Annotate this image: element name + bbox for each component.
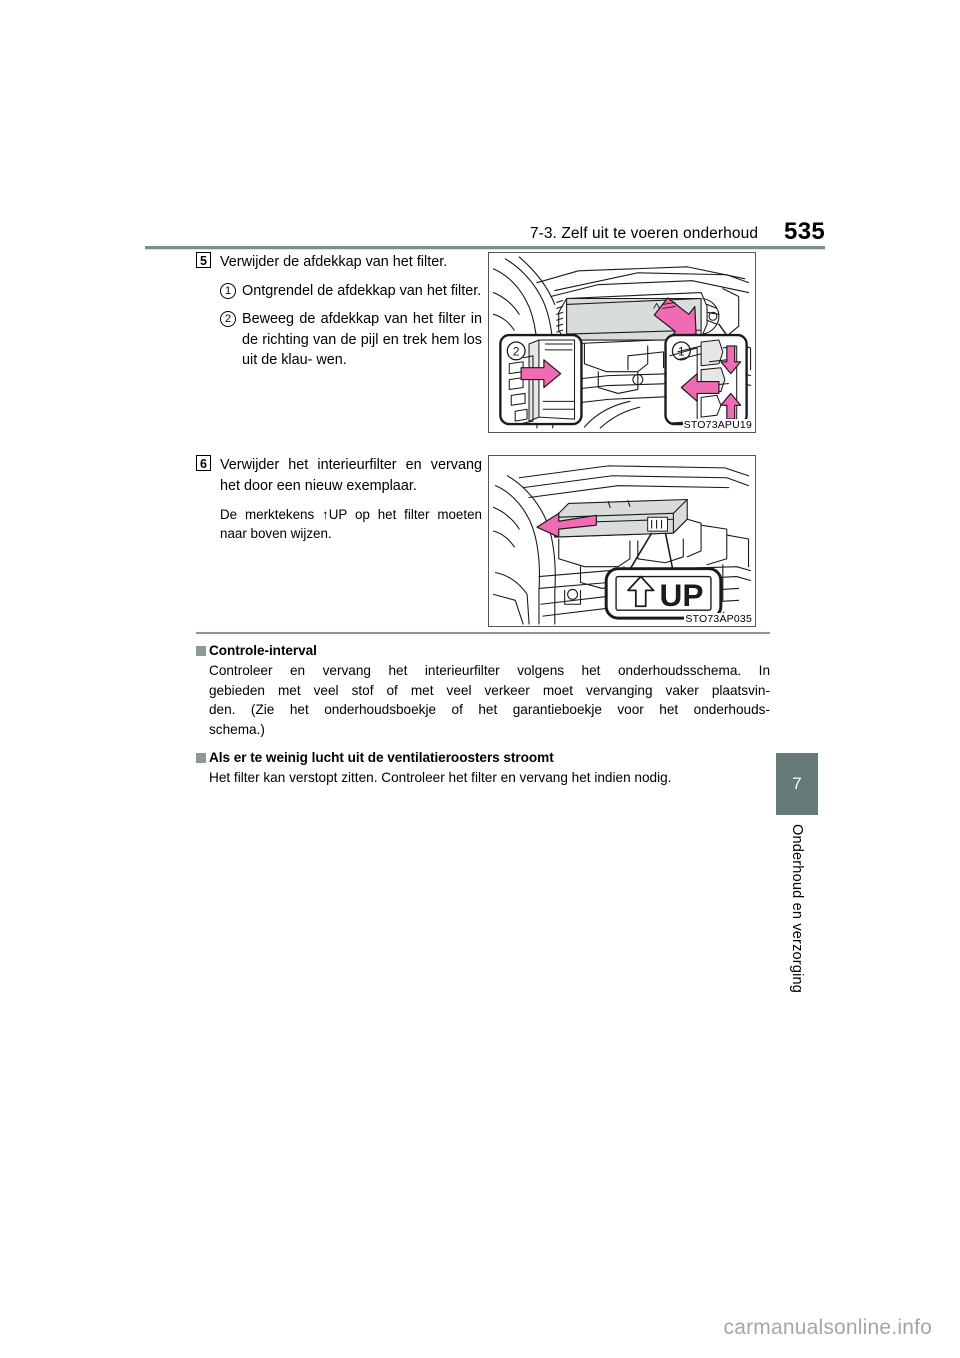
- figure-2-illustration: UP: [492, 465, 752, 625]
- step-6-figure-column: UP STO73AP035: [488, 455, 770, 627]
- note-heading-1-label: Controle-interval: [209, 643, 317, 658]
- step-6-line-3: exemplaar.: [346, 477, 417, 494]
- substep-2-number: 2: [220, 311, 236, 327]
- note-heading-2-label: Als er te weinig lucht uit de ventilatie…: [209, 750, 554, 765]
- step-6-note-line-2: moeten naar boven wijzen.: [220, 507, 482, 541]
- note-body-1: Controleer en vervang het interieurfilte…: [209, 661, 770, 739]
- figure-1-code: STO73APU19: [682, 419, 753, 431]
- substep-1-line-2: het filter.: [426, 282, 482, 299]
- figure-1-illustration: 2: [492, 256, 752, 429]
- step-number-badge: 6: [196, 455, 211, 471]
- step-5-line-2: filter.: [416, 254, 448, 270]
- step-6-line-2: vervang het door een nieuw: [220, 457, 482, 494]
- note-1-line-4: schema.): [209, 721, 265, 737]
- step-5-figure-column: 2: [488, 252, 770, 433]
- figure-filter-orientation: UP STO73AP035: [488, 455, 756, 627]
- substep-2-line-1: Beweeg de afdekkap van het: [242, 311, 433, 327]
- substep-2-line-2: filter in de richting van de pijl: [242, 311, 483, 348]
- up-callout: UP: [604, 567, 723, 620]
- substep-1-line-1: Ontgrendel de afdekkap van: [242, 282, 423, 299]
- chapter-label: Onderhoud en verzorging: [776, 824, 818, 1044]
- footer-watermark: carmanualsonline.info: [723, 1316, 932, 1339]
- chapter-label-text: Onderhoud en verzorging: [789, 824, 805, 994]
- notes-divider: [196, 632, 770, 634]
- step-6-line-1: Verwijder het interieurfilter en: [220, 457, 422, 473]
- up-arrow-icon: [627, 575, 655, 608]
- figure-filter-cover-removal: 2: [488, 252, 756, 433]
- square-bullet-icon: [196, 645, 206, 656]
- callout-panel-2: 2: [499, 333, 583, 426]
- note-2-line-1: Het filter kan verstopt zitten. Controle…: [209, 770, 672, 785]
- notes-section: Controle-interval Controleer en vervang …: [196, 632, 770, 788]
- callout-panel-1: 1: [664, 333, 748, 426]
- section-title: 7-3. Zelf uit te voeren onderhoud: [529, 225, 759, 242]
- substep-1-number: 1: [220, 282, 236, 299]
- up-callout-text: UP: [660, 577, 704, 613]
- step-block-5: 5 Verwijder de afdekkap van het filter. …: [196, 252, 770, 433]
- step-5-text-column: 5 Verwijder de afdekkap van het filter. …: [196, 252, 488, 371]
- substep-2-line-3: en trek hem los uit de klau-: [242, 331, 483, 369]
- step-6-instruction: Verwijder het interieurfilter en vervang…: [220, 455, 482, 496]
- substep-1-text: Ontgrendel de afdekkap van het filter.: [242, 281, 482, 302]
- step-6-note-line-1: De merktekens ↑UP op het filter: [220, 507, 430, 522]
- page-number: 535: [784, 218, 825, 245]
- note-body-2: Het filter kan verstopt zitten. Controle…: [209, 768, 770, 788]
- substep-2: 2 Beweeg de afdekkap van het filter in d…: [220, 309, 482, 371]
- figure-2-code: STO73AP035: [684, 613, 753, 625]
- note-heading-1: Controle-interval: [196, 643, 770, 658]
- arrow-remove-filter: [536, 512, 597, 538]
- main-content: 5 Verwijder de afdekkap van het filter. …: [196, 252, 770, 627]
- substep-2-text: Beweeg de afdekkap van het filter in de …: [242, 309, 482, 371]
- substep-1: 1 Ontgrendel de afdekkap van het filter.: [220, 281, 482, 302]
- note-heading-2: Als er te weinig lucht uit de ventilatie…: [196, 750, 770, 765]
- note-1-line-3: den. (Zie het onderhoudsboekje of het ga…: [209, 702, 770, 717]
- header-divider: [145, 246, 825, 250]
- substep-2-line-4: wen.: [316, 352, 347, 368]
- note-1-line-1: Controleer en vervang het interieurfilte…: [209, 663, 770, 678]
- step-block-6: 6 Verwijder het interieurfilter en verva…: [196, 455, 770, 627]
- step-5-line-1: Verwijder de afdekkap van het: [220, 254, 413, 270]
- svg-text:2: 2: [513, 344, 520, 358]
- page-header: 7-3. Zelf uit te voeren onderhoud 535: [145, 210, 825, 244]
- step-number-badge: 5: [196, 252, 211, 268]
- chapter-tab-number: 7: [792, 774, 802, 793]
- step-6-text-column: 6 Verwijder het interieurfilter en verva…: [196, 455, 488, 543]
- step-5-instruction: Verwijder de afdekkap van het filter.: [220, 252, 482, 273]
- square-bullet-icon: [196, 752, 206, 763]
- chapter-tab: 7: [776, 753, 818, 815]
- step-6-note: De merktekens ↑UP op het filter moeten n…: [220, 505, 482, 543]
- note-1-line-2: gebieden met veel stof of met veel verke…: [209, 682, 770, 698]
